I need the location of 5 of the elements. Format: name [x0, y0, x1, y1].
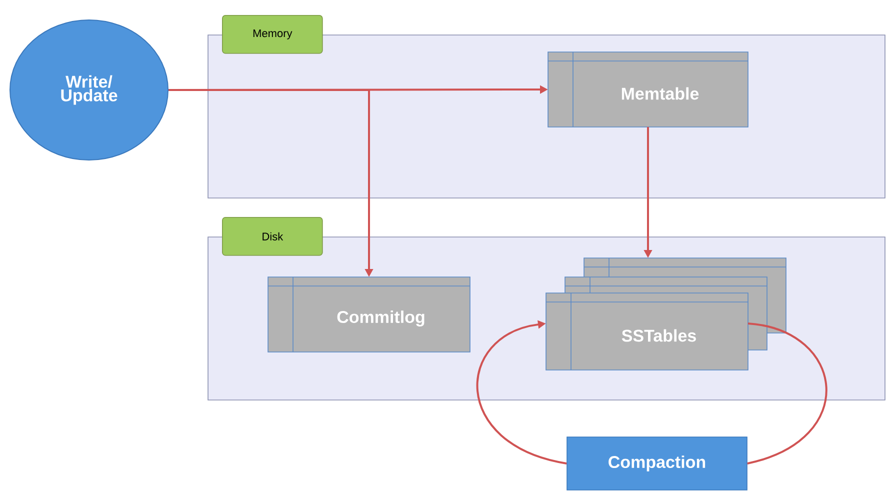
- arrow: [476, 320, 567, 464]
- process-box: Compaction: [566, 436, 748, 490]
- table-box: Commitlog: [268, 276, 470, 352]
- table-box: Memtable: [548, 52, 748, 128]
- table-stack: SSTables: [546, 258, 786, 370]
